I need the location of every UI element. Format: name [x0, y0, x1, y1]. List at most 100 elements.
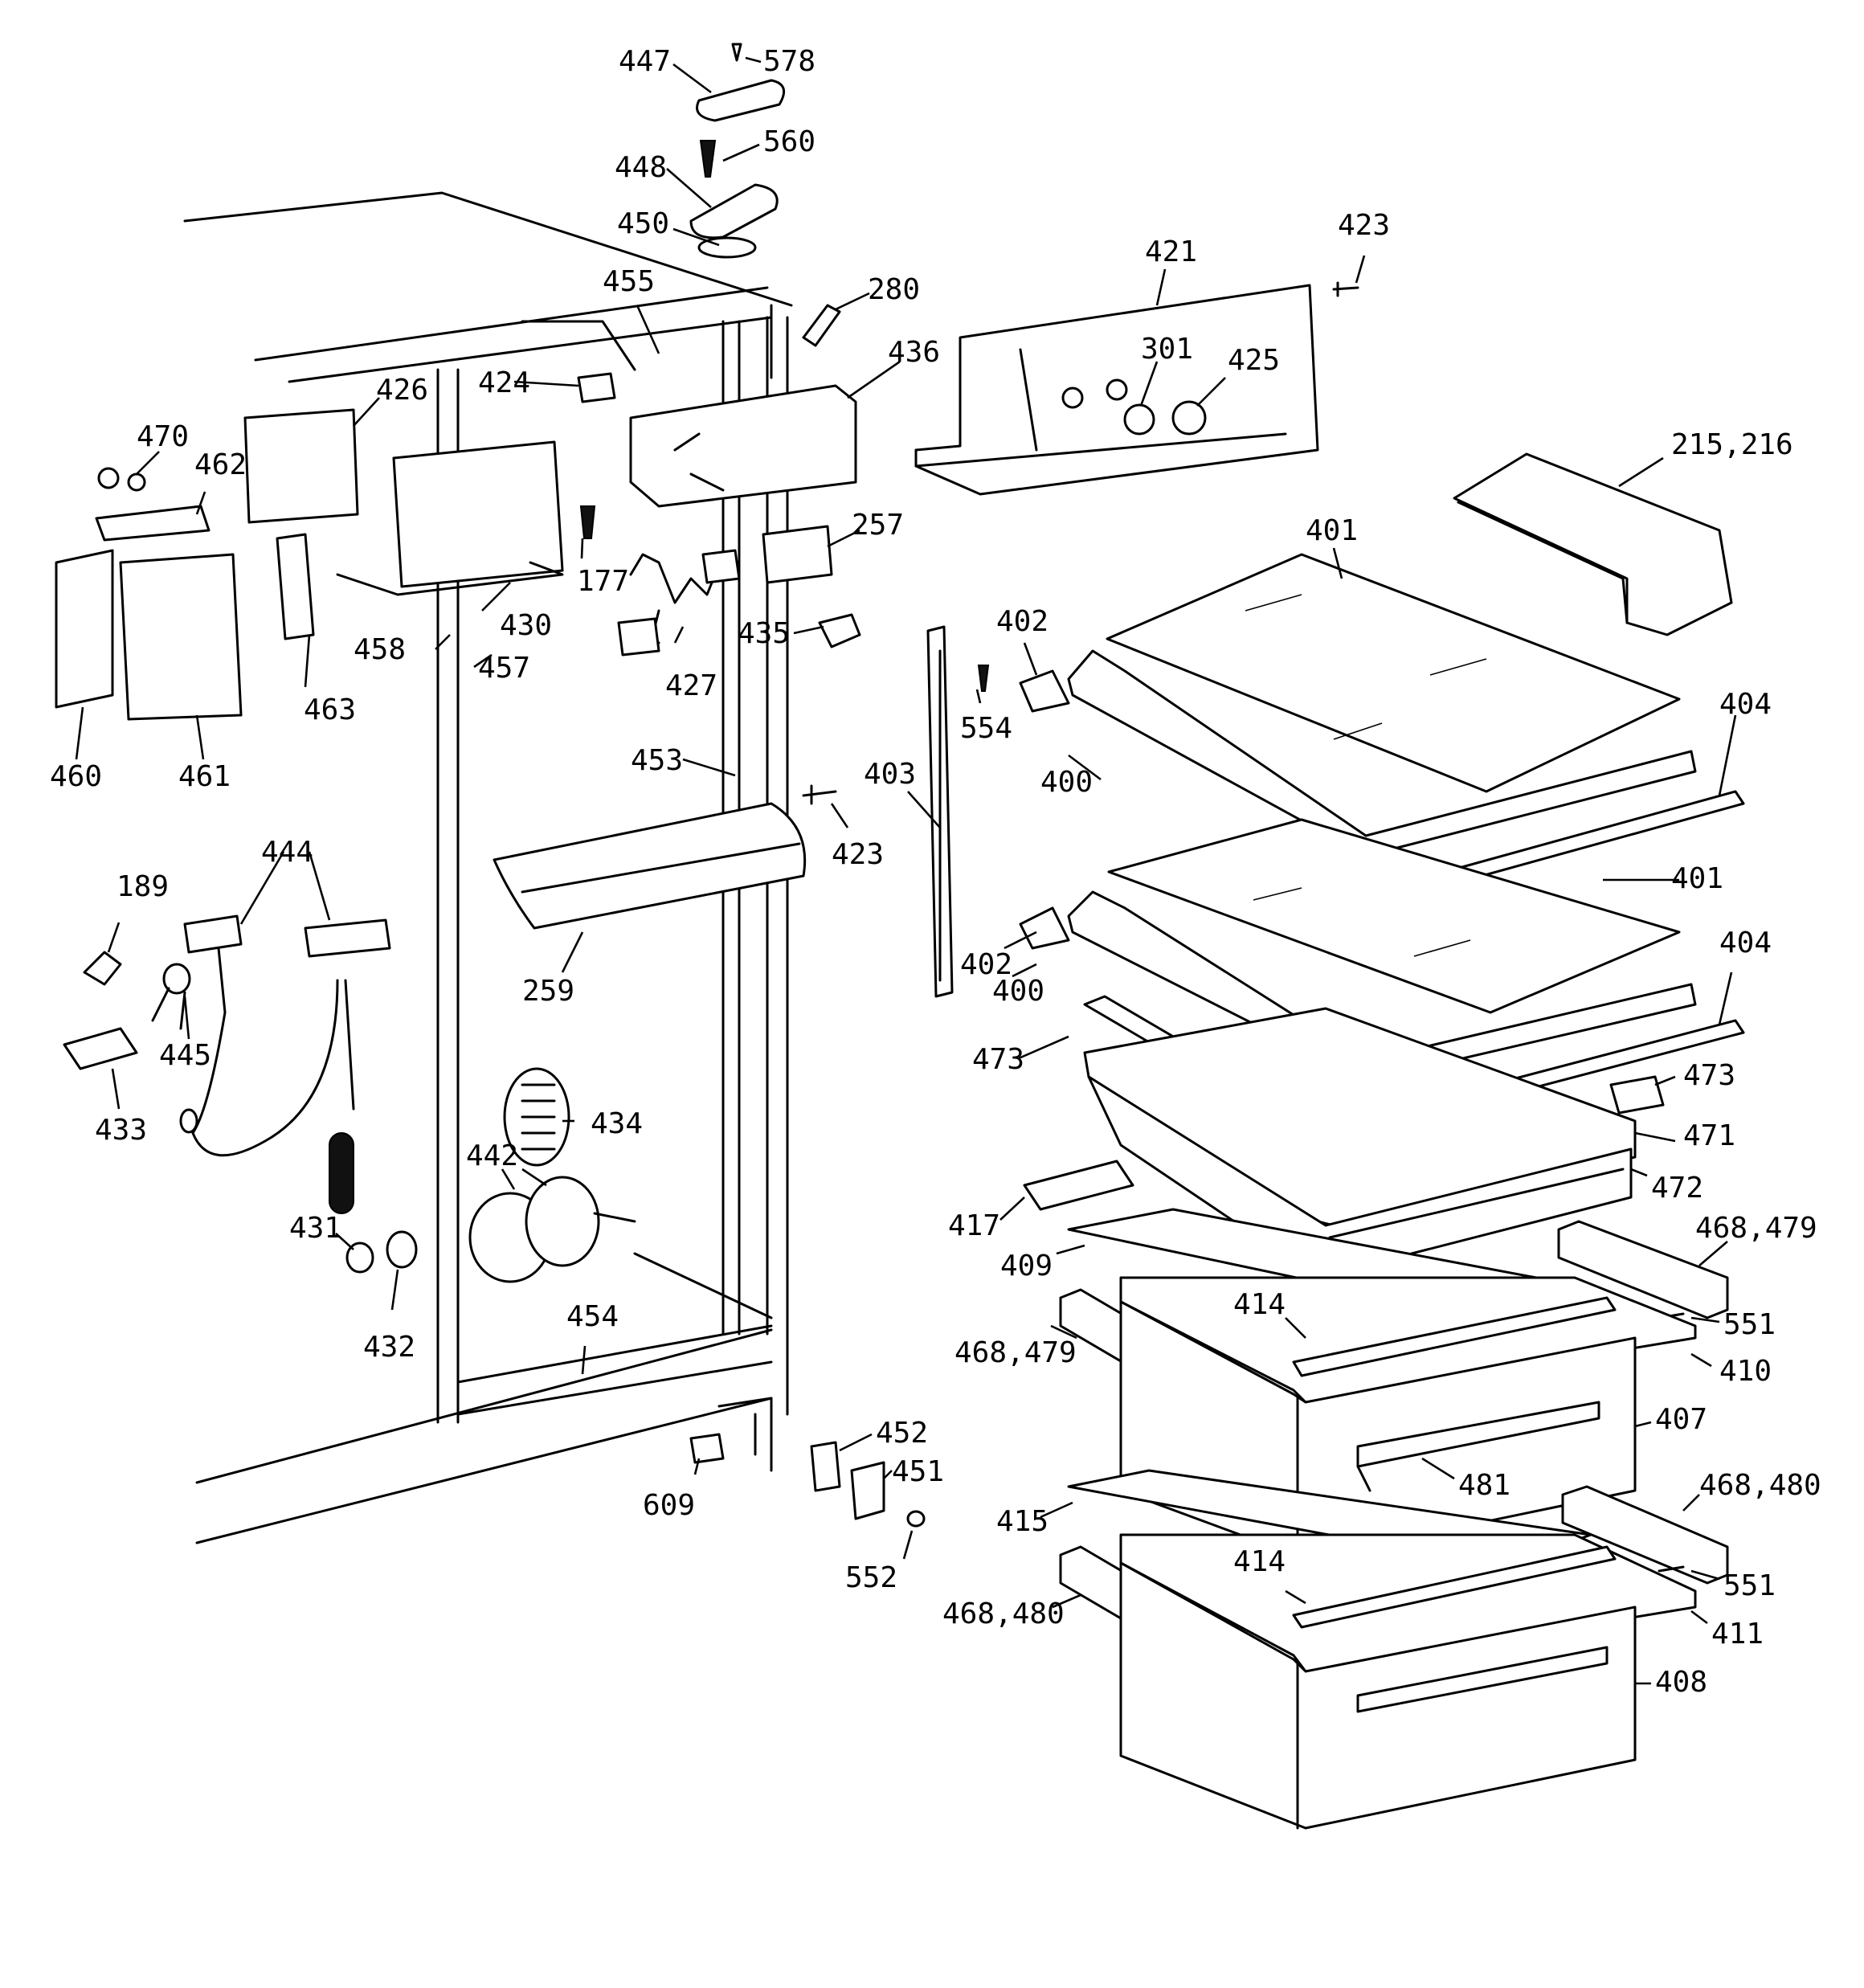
part-435	[818, 613, 861, 648]
callout-454: 454	[566, 1300, 619, 1333]
callout-473-left: 473	[972, 1043, 1024, 1076]
trim-414a	[1292, 1296, 1617, 1377]
part-402b	[1019, 906, 1070, 950]
callout-427: 427	[665, 669, 717, 702]
callout-445: 445	[159, 1039, 211, 1072]
callout-463: 463	[304, 693, 356, 726]
slide-468-480b	[1561, 1485, 1729, 1585]
callout-280: 280	[868, 273, 920, 306]
trim-414b	[1292, 1545, 1617, 1629]
callout-424: 424	[478, 366, 530, 399]
shelf-frame-400b	[1067, 890, 1697, 1082]
callout-455: 455	[603, 265, 655, 298]
part-423b	[802, 784, 837, 805]
shelf-bin-215-216	[1453, 452, 1733, 636]
callout-404-lower: 404	[1719, 927, 1772, 959]
callout-433: 433	[95, 1114, 147, 1147]
control-panel-group	[914, 281, 1733, 636]
control-panel-421	[914, 284, 1319, 496]
callout-401-lower: 401	[1671, 862, 1723, 895]
part-609	[689, 1433, 725, 1464]
callout-458: 458	[354, 633, 406, 666]
callout-401-upper: 401	[1306, 514, 1358, 547]
screw-554	[977, 665, 990, 692]
shelf-glass-401a	[1106, 553, 1681, 793]
callout-400-upper: 400	[1040, 766, 1093, 799]
crisper-lower	[1059, 1469, 1729, 1830]
hinge-assembly	[689, 43, 841, 347]
callout-402-upper: 402	[996, 605, 1048, 638]
dispenser-part-460	[55, 549, 114, 709]
callout-470: 470	[137, 420, 189, 453]
hinge-448	[689, 183, 779, 239]
callout-457: 457	[478, 652, 530, 685]
callout-472: 472	[1651, 1172, 1703, 1205]
callout-301: 301	[1141, 333, 1193, 366]
callout-414-upper: 414	[1233, 1288, 1286, 1321]
callout-578: 578	[763, 45, 816, 78]
shelf-rail-403	[926, 625, 990, 998]
callout-189: 189	[117, 870, 169, 903]
light-housing-436	[629, 384, 857, 508]
callout-451: 451	[892, 1455, 944, 1488]
callout-410: 410	[1719, 1355, 1772, 1388]
callout-177: 177	[577, 565, 629, 598]
water-parts	[63, 914, 636, 1283]
callout-462: 462	[194, 448, 247, 481]
callout-461: 461	[178, 760, 231, 793]
screw-578	[731, 43, 742, 62]
screw-177	[579, 505, 596, 539]
callout-411: 411	[1711, 1618, 1764, 1651]
bracket-462	[95, 505, 211, 542]
callout-447: 447	[619, 45, 671, 78]
part-426	[243, 408, 359, 524]
callout-414-lower: 414	[1233, 1545, 1286, 1578]
callout-403: 403	[864, 758, 916, 791]
part-452	[810, 1441, 841, 1492]
callout-471: 471	[1683, 1119, 1735, 1152]
callout-409: 409	[1000, 1250, 1053, 1282]
part-257	[762, 525, 833, 584]
callout-421: 421	[1145, 235, 1197, 268]
lower-cabinet-parts	[689, 1433, 926, 1528]
callout-400-lower: 400	[992, 975, 1044, 1008]
shelf-glass-401b	[1107, 818, 1681, 1014]
callout-609: 609	[643, 1489, 695, 1522]
callout-436: 436	[888, 336, 940, 369]
callout-452: 452	[876, 1417, 928, 1450]
callout-415: 415	[996, 1505, 1048, 1538]
light-cover-group	[493, 784, 837, 930]
part-432	[386, 1230, 418, 1269]
light-shield-259	[493, 802, 807, 930]
callout-408: 408	[1655, 1666, 1707, 1699]
part-280	[802, 304, 841, 347]
screw-551b	[1658, 1565, 1685, 1573]
part-402a	[1019, 669, 1070, 713]
part-417	[1023, 1160, 1134, 1211]
part-451	[850, 1461, 885, 1520]
callout-551-lower: 551	[1723, 1569, 1776, 1602]
screw-552	[906, 1510, 926, 1528]
callout-257: 257	[852, 509, 904, 542]
fitting-189	[83, 951, 122, 986]
callout-435: 435	[738, 617, 790, 650]
pan-472	[1087, 1075, 1633, 1279]
grommet-431-slot	[329, 1132, 354, 1214]
callout-215-216: 215,216	[1671, 428, 1793, 461]
knob-425	[1171, 400, 1207, 436]
callout-404-upper: 404	[1719, 688, 1772, 721]
callout-450: 450	[617, 207, 669, 240]
callout-468-480-right: 468,480	[1699, 1469, 1821, 1502]
callout-labels: 447 578 560 448 450 455 280 421 423 426 …	[50, 45, 1821, 1699]
crisper-upper	[1023, 995, 1665, 1319]
callout-402-lower: 402	[960, 948, 1012, 981]
callout-425: 425	[1228, 344, 1280, 377]
slide-468-479b	[1557, 1220, 1729, 1319]
callout-468-479-left: 468,479	[954, 1336, 1077, 1369]
callout-560: 560	[763, 125, 816, 158]
callout-468-479-right: 468,479	[1695, 1212, 1817, 1245]
bracket-463	[276, 533, 315, 640]
callout-448: 448	[615, 151, 667, 184]
callout-431: 431	[289, 1212, 341, 1245]
